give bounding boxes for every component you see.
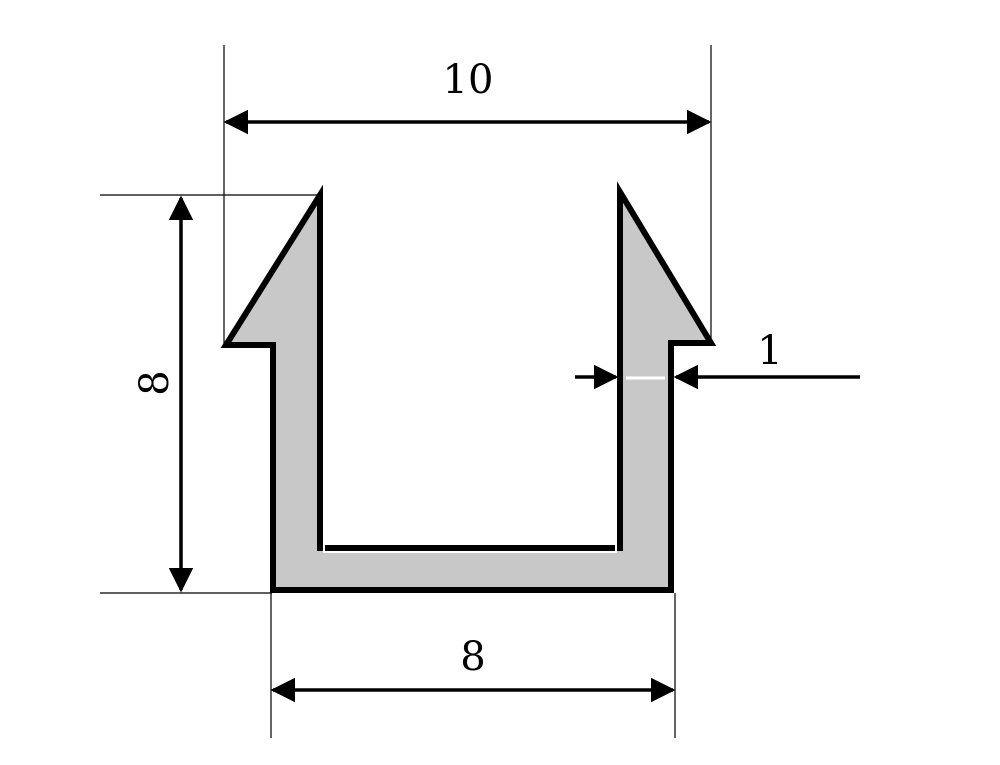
profile-inner-highlight [323,200,617,553]
dimension-label-top-width: 10 [443,57,494,103]
dimension-lines [168,109,860,703]
extension-lines [100,45,712,738]
dimension-label-bottom-width: 8 [460,634,485,680]
dimension-label-height: 8 [132,370,178,395]
dimension-label-wall-thickness: 1 [757,328,782,374]
u-channel-profile [220,181,717,593]
